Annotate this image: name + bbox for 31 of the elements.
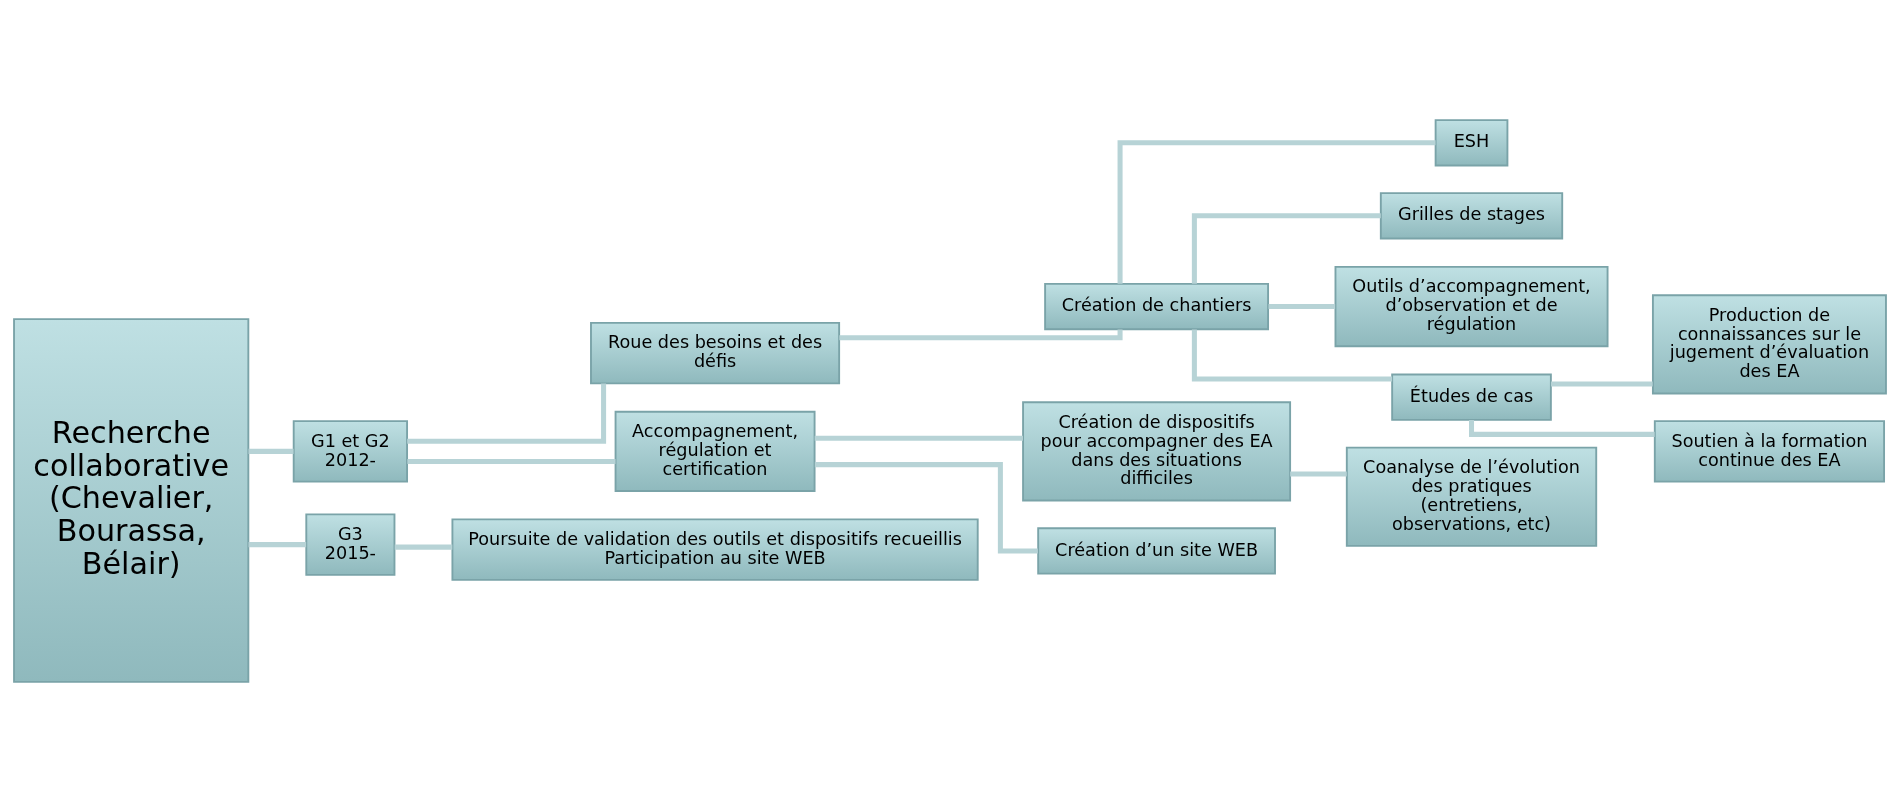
node-box: Création de chantiers [1043,282,1269,330]
connector [1268,303,1335,309]
connector [248,541,306,547]
node-box: Outils d’accompagnement, d’observation et de régulation [1334,265,1608,347]
node-box: Roue des besoins et des défis [589,321,840,384]
node-box: Coanalyse de l’évolution des pratiques (entretiens, observations, etc) [1345,446,1597,547]
node-box: Accompagnement, régulation et certification [614,410,816,492]
node-box: Études de cas [1390,373,1552,421]
connector [406,458,616,464]
node-box: Grilles de stages [1379,191,1563,239]
connector [1289,471,1347,477]
connector [1550,380,1653,386]
node-box: Production de connaissances sur le jugement d’évaluation des EA [1651,293,1887,394]
connector [838,329,1123,340]
connector [406,383,606,444]
node-box: G3 2015- [304,512,395,576]
node-box: Poursuite de validation des outils et dispositifs recueillis Participation au site WEB [450,517,979,581]
connector [1191,328,1392,381]
node-box: G1 et G2 2012- [292,419,408,483]
node-box: Création d’un site WEB [1036,526,1276,575]
connector [394,544,452,550]
connector [1117,139,1436,284]
node-box: ESH [1434,118,1508,166]
node-box: Recherche collaborative (Chevalier, Bourassa, Bélair) [12,317,249,683]
connector [814,435,1023,441]
connector [814,461,1038,553]
connector [1468,419,1655,437]
connector [248,448,294,454]
connector [1191,212,1381,284]
node-box: Soutien à la formation continue des EA [1653,419,1885,483]
node-box: Création de dispositifs pour accompagner des EA dans des situations difficiles [1021,400,1291,501]
